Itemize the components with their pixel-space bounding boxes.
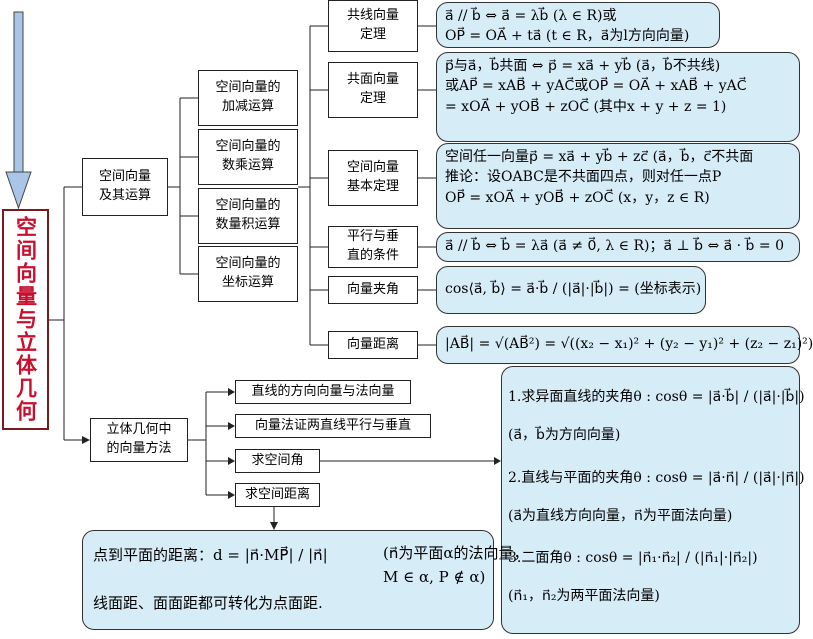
title-arrow-head [5, 171, 32, 210]
angle-line: 2.直线与平面的夹角θ : cosθ = |a⃗·n⃗| / (|a⃗|·|n⃗… [508, 469, 805, 486]
node-add-sub: 空间向量的 加减运算 [198, 70, 298, 126]
panel-point-plane-distance: 点到平面的距离：d = |n⃗·MP⃗| / |n⃗| (n⃗为平面α的法向量，… [82, 530, 529, 630]
node-collinear-theorem: 共线向量 定理 [328, 0, 418, 52]
angle-note: (n⃗₁，n⃗₂为两平面法向量) [508, 588, 660, 605]
formula-line: |AB⃗| = √(AB⃗²) = √((x₂ − x₁)² + (y₂ − y… [445, 336, 813, 352]
node-coordinates: 空间向量的 坐标运算 [198, 246, 298, 302]
formula-line: = xOA⃗ + yOB⃗ + zOC⃗ (其中x + y + z = 1) [445, 98, 727, 115]
angle-note: (a⃗，b⃗为方向向量) [508, 427, 621, 444]
formula-line: cos⟨a⃗, b⃗⟩ = a⃗·b⃗ / (|a⃗|·|b⃗|) = (坐标表… [445, 281, 702, 297]
node-direction-normal-vectors: 直线的方向向量与法向量 [235, 380, 411, 404]
node-vector-methods: 立体几何中 的向量方法 [90, 418, 188, 462]
formula-vector-distance: |AB⃗| = √(AB⃗²) = √((x₂ − x₁)² + (y₂ − y… [436, 326, 813, 364]
distance-formula: 点到平面的距离：d = |n⃗·MP⃗| / |n⃗| [93, 546, 328, 564]
node-coplanar-theorem: 共面向量 定理 [328, 62, 418, 118]
node-vector-operations: 空间向量 及其运算 [82, 158, 168, 216]
panel-space-angles: 1.求异面直线的夹角θ : cosθ = |a⃗·b⃗| / (|a⃗|·|b⃗… [501, 366, 805, 634]
formula-line: a⃗ // b⃗ ⇔ a⃗ = λb⃗ (λ ∈ R)或 [445, 8, 617, 24]
title-arrow-shaft [13, 11, 24, 173]
node-scalar-mult: 空间向量的 数乘运算 [198, 129, 298, 185]
formula-line: 或AP⃗ = xAB⃗ + yAC⃗或OP⃗ = OA⃗ + xAB⃗ + yA… [445, 78, 747, 95]
distance-note-1: (n⃗为平面α的法向量， [383, 544, 529, 562]
node-parallel-perpendicular: 平行与垂 直的条件 [328, 226, 418, 268]
angle-line: 1.求异面直线的夹角θ : cosθ = |a⃗·b⃗| / (|a⃗|·|b⃗… [508, 389, 805, 405]
distance-conclusion: 线面距、面面距都可转化为点面距. [93, 593, 323, 612]
node-prove-parallel-perpendicular: 向量法证两直线平行与垂直 [235, 414, 431, 438]
formula-parallel-perpendicular: a⃗ // b⃗ ⇔ b⃗ = λa⃗ (a⃗ ≠ 0⃗, λ ∈ R)；a⃗ … [436, 232, 800, 262]
formula-line: 推论：设OABC是不共面四点，则对任一点P [445, 169, 722, 186]
formula-vector-angle: cos⟨a⃗, b⃗⟩ = a⃗·b⃗ / (|a⃗|·|b⃗|) = (坐标表… [436, 266, 706, 314]
formula-line: a⃗ // b⃗ ⇔ b⃗ = λa⃗ (a⃗ ≠ 0⃗, λ ∈ R)；a⃗ … [445, 238, 784, 254]
formula-line: 空间任一向量p⃗ = xa⃗ + yb⃗ + zc⃗ (a⃗，b⃗，c⃗不共面 [445, 149, 754, 165]
formula-line: OP⃗ = OA⃗ + ta⃗ (t ∈ R，a⃗为l方向向量) [445, 28, 690, 45]
formula-coplanar: p⃗与a⃗，b⃗共面 ⇔ p⃗ = xa⃗ + yb⃗ (a⃗，b⃗不共线) 或… [436, 52, 800, 142]
main-title: 空间向量与立体几何 [2, 209, 49, 430]
angle-note: (a⃗为直线方向向量，n⃗为平面法向量) [508, 507, 733, 524]
distance-note-2: M ∈ α, P ∉ α) [383, 568, 486, 586]
angle-line: 3.二面角θ : cosθ = |n⃗₁·n⃗₂| / (|n⃗₁|·|n⃗₂|… [508, 550, 758, 567]
formula-line: p⃗与a⃗，b⃗共面 ⇔ p⃗ = xa⃗ + yb⃗ (a⃗，b⃗不共线) [445, 58, 721, 74]
formula-basic-theorem: 空间任一向量p⃗ = xa⃗ + yb⃗ + zc⃗ (a⃗，b⃗，c⃗不共面 … [436, 143, 800, 229]
formula-collinear: a⃗ // b⃗ ⇔ a⃗ = λb⃗ (λ ∈ R)或 OP⃗ = OA⃗ +… [436, 2, 720, 48]
formula-line: OP⃗ = xOA⃗ + yOB⃗ + zOC⃗ (x，y，z ∈ R) [445, 189, 710, 206]
node-vector-distance: 向量距离 [328, 331, 418, 359]
node-space-distance: 求空间距离 [235, 483, 320, 507]
node-dot-product: 空间向量的 数量积运算 [198, 188, 298, 244]
node-basic-theorem: 空间向量 基本定理 [328, 150, 418, 206]
node-space-angle: 求空间角 [235, 449, 320, 473]
node-vector-angle: 向量夹角 [328, 276, 418, 304]
